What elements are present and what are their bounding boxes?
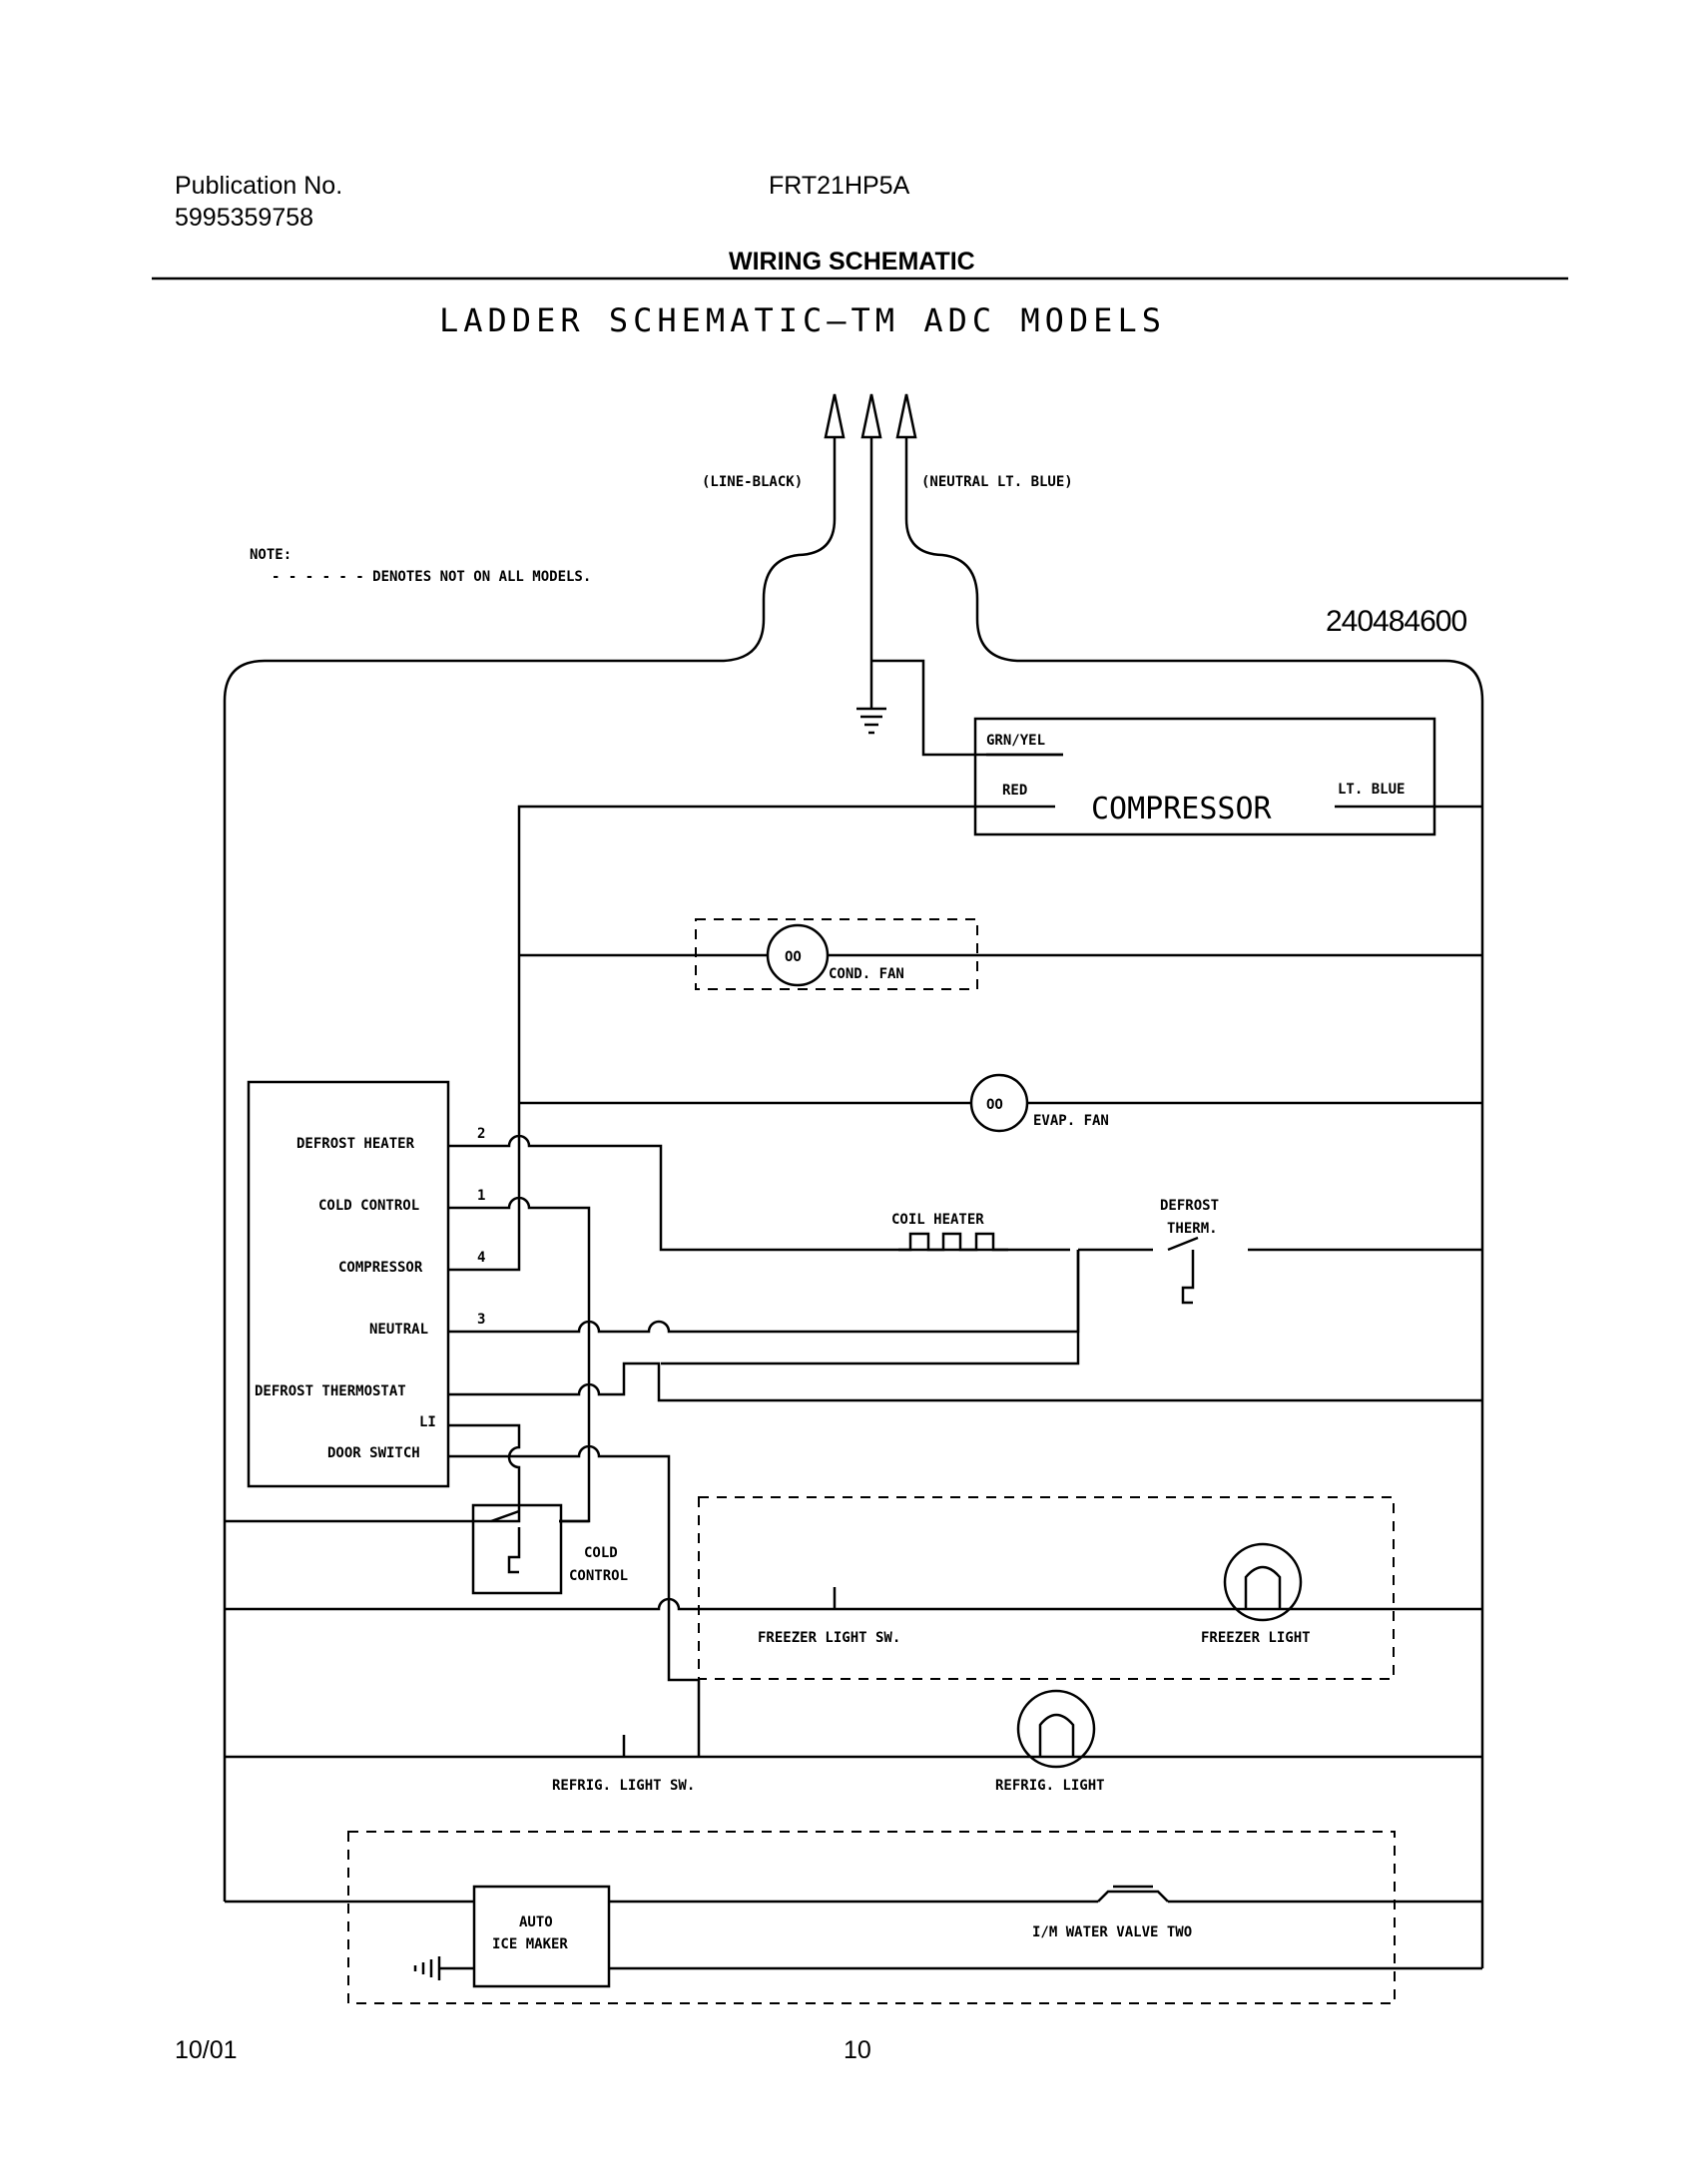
compressor-lt-blue-label: LT. BLUE [1338, 782, 1405, 798]
refrig-light-switch-icon [599, 1735, 649, 1759]
ice-maker-rung [225, 1900, 1482, 1970]
neutral-label: (NEUTRAL LT. BLUE) [921, 474, 1073, 490]
freezer-light-sw-label: FREEZER LIGHT SW. [758, 1630, 900, 1646]
publication-number: 5995359758 [175, 204, 314, 232]
timer-terminal-compressor: COMPRESSOR [338, 1260, 423, 1276]
model-number: FRT21HP5A [769, 172, 910, 200]
timer-terminal-defrost-heater: DEFROST HEATER [296, 1136, 415, 1152]
freezer-light-switch-icon [811, 1587, 860, 1611]
defrost-heater-return [661, 1250, 1080, 1365]
diagram-title: LADDER SCHEMATIC—TM ADC MODELS [439, 301, 1166, 339]
footer-date: 10/01 [175, 2036, 238, 2064]
cold-control-label-2: CONTROL [569, 1568, 628, 1584]
cond-fan-label: COND. FAN [829, 966, 904, 982]
compressor-rung [517, 805, 1482, 1128]
compressor-label: COMPRESSOR [1091, 792, 1273, 826]
neutral-wire [904, 437, 1484, 1968]
note-label: NOTE: [250, 547, 291, 563]
freezer-light-rung [225, 1597, 1482, 1611]
evap-fan-icon-glyph: OO [986, 1097, 1003, 1113]
water-valve-label: I/M WATER VALVE TWO [1032, 1924, 1192, 1940]
defrost-therm-label-1: DEFROST [1160, 1198, 1219, 1214]
ice-maker-ground-icon [413, 1956, 441, 1980]
ice-maker-box [472, 1885, 611, 1988]
evap-fan-icon [969, 1073, 1029, 1133]
freezer-light-dashed-box [698, 1496, 1395, 1680]
timer-terminal-defrost-thermostat: DEFROST THERMOSTAT [255, 1383, 406, 1399]
timer-terminal-door-switch: DOOR SWITCH [327, 1445, 420, 1461]
compressor-grn-yel-label: GRN/YEL [986, 733, 1045, 749]
cold-control-switch-icon [490, 1509, 521, 1574]
timer-terminal-cold-control: COLD CONTROL [318, 1198, 419, 1214]
timer-pin-4: 4 [477, 1250, 485, 1266]
freezer-light-label: FREEZER LIGHT [1201, 1630, 1311, 1646]
compressor-box [973, 717, 1436, 836]
cond-fan-icon-glyph: OO [785, 949, 802, 965]
line-black-label: (LINE-BLACK) [702, 474, 803, 490]
freezer-light-icon [1223, 1542, 1303, 1622]
supply-arrows [824, 393, 917, 439]
defrost-timer-box [247, 1080, 450, 1488]
compressor-red-label: RED [1002, 783, 1027, 799]
line-black-wire [223, 437, 837, 1902]
evap-fan-label: EVAP. FAN [1033, 1113, 1109, 1129]
defrost-therm-switch-icon [1167, 1236, 1199, 1305]
refrig-light-sw-label: REFRIG. LIGHT SW. [552, 1778, 695, 1794]
timer-pin-2: 2 [477, 1126, 485, 1142]
timer-terminal-li: LI [419, 1414, 436, 1430]
note-text: - - - - - - DENOTES NOT ON ALL MODELS. [272, 569, 591, 585]
timer-pin-3: 3 [477, 1312, 485, 1328]
cold-control-box [471, 1503, 563, 1595]
cold-control-label-1: COLD [584, 1545, 618, 1561]
cond-fan-icon [766, 923, 830, 987]
part-number: 240484600 [1326, 605, 1466, 638]
coil-heater-icon [898, 1232, 1008, 1252]
ice-maker-label-2: ICE MAKER [492, 1936, 568, 1952]
ice-maker-label-1: AUTO [519, 1914, 553, 1930]
refrig-light-icon [1016, 1689, 1096, 1769]
timer-terminal-neutral: NEUTRAL [369, 1322, 428, 1338]
refrig-light-label: REFRIG. LIGHT [995, 1778, 1105, 1794]
timer-wiring [448, 1128, 1482, 1757]
publication-label: Publication No. [175, 172, 343, 200]
water-valve-icon [1097, 1885, 1169, 1903]
defrost-therm-label-2: THERM. [1167, 1221, 1218, 1237]
ground-symbol-icon [856, 707, 886, 735]
footer-page: 10 [844, 2036, 871, 2064]
ice-maker-dashed-box [347, 1831, 1396, 2004]
section-title: WIRING SCHEMATIC [729, 248, 975, 275]
coil-heater-label: COIL HEATER [891, 1212, 984, 1228]
timer-pin-1: 1 [477, 1188, 485, 1204]
